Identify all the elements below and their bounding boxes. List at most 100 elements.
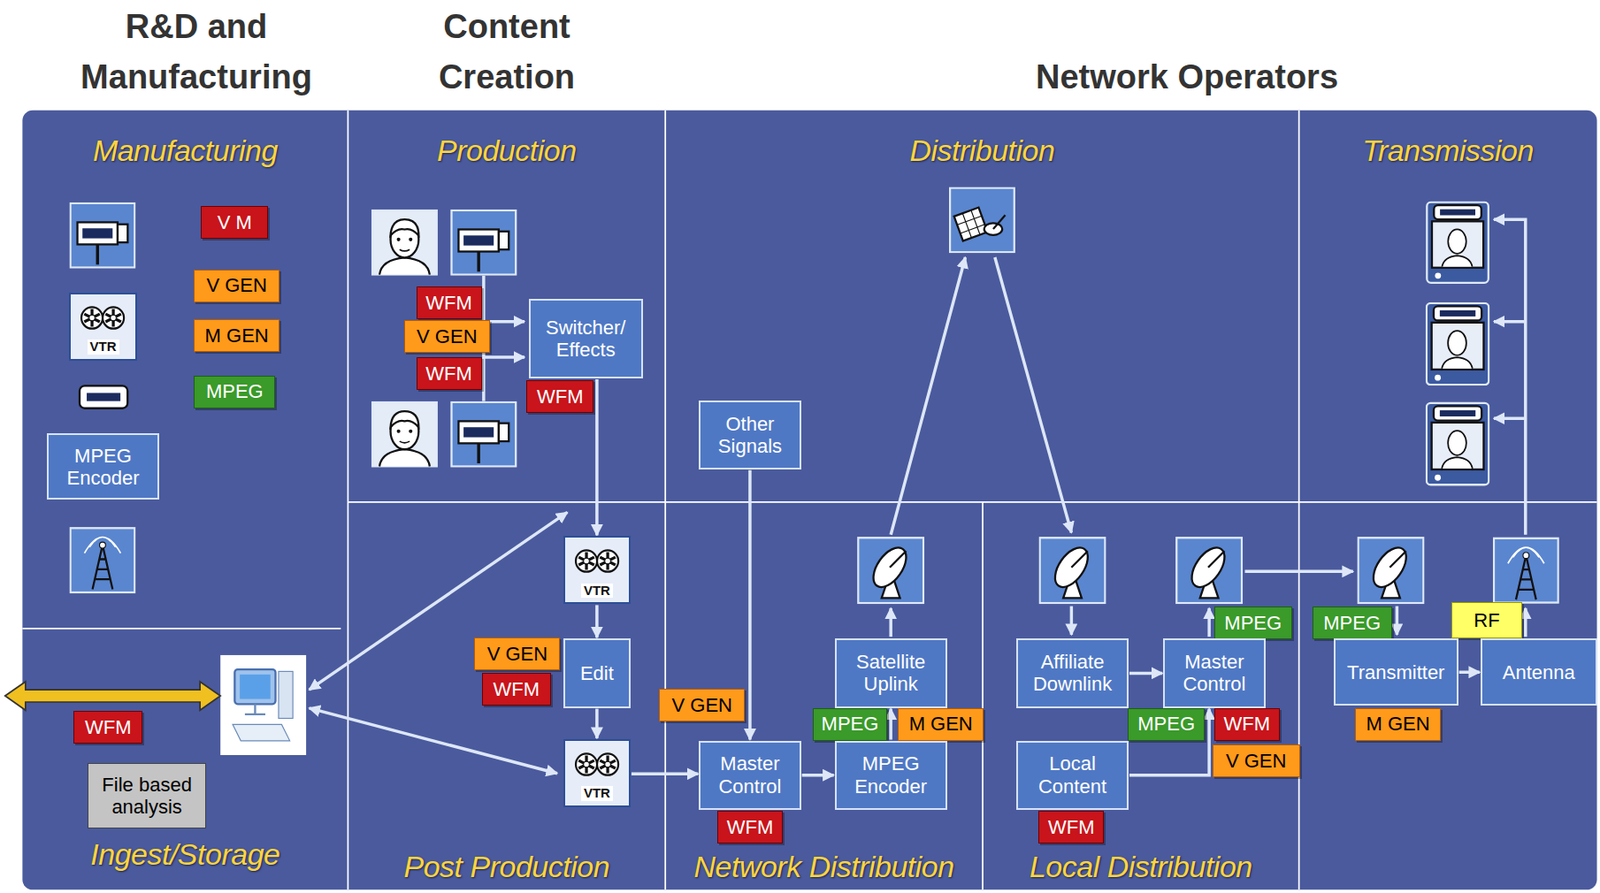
process-box: Affiliate Downlink (1016, 638, 1129, 708)
orange-tag: V GEN (474, 637, 560, 671)
panel-heading: Production (436, 133, 577, 169)
node-label: WFM (492, 678, 540, 701)
feed-arrow (483, 320, 525, 323)
reel (575, 753, 598, 775)
node-label: MPEG Encoder (54, 444, 152, 490)
downlink-arrow (995, 257, 1072, 533)
section-panel: VTRV GENWFMEditVTRPost Production (347, 502, 666, 890)
yellow-tag: RF (1451, 602, 1524, 640)
satellite-icon (949, 188, 1015, 253)
broadcast-arrow (1493, 320, 1526, 323)
person-icon (372, 402, 437, 467)
process-box: MPEG Encoder (834, 741, 948, 811)
reel-spokes (578, 552, 594, 571)
node-label: M GEN (909, 712, 973, 735)
section-panel: WFM File based analysisIngest/Storage (22, 628, 348, 890)
section-panel: VTR V M V GEN M GEN MPEG MPEG Encoder Manufact… (22, 110, 348, 629)
signal-connector (1129, 672, 1163, 676)
feed-arrow (1395, 606, 1399, 636)
column-heading-slot: R&D and Manufacturing (43, 1, 350, 103)
red-tag: WFM (416, 357, 483, 391)
node-label: File based analysis (93, 773, 200, 820)
tower-icon (1493, 538, 1559, 604)
node-label: MPEG (206, 380, 264, 403)
node-label: Local Content (1024, 752, 1121, 798)
vtr-icon: VTR (563, 535, 631, 605)
signal-connector (595, 379, 599, 536)
tower-icon (70, 528, 136, 593)
dish-icon (1040, 537, 1106, 604)
node-label: MPEG (1137, 712, 1195, 735)
uplink-arrow (1207, 608, 1210, 637)
node-label: M GEN (205, 324, 269, 347)
camera-icon (451, 402, 516, 467)
broadcast-arrow (1493, 219, 1526, 535)
red-tag: WFM (73, 711, 143, 744)
green-tag: MPEG (1214, 606, 1293, 640)
reel-hub (604, 558, 612, 566)
process-box: Master Control (698, 741, 801, 811)
node-label: Master Control (1171, 650, 1257, 697)
feed-arrow (483, 355, 525, 359)
process-box: Antenna (1480, 638, 1598, 706)
node-label: Affiliate Downlink (1024, 650, 1121, 697)
computer-icon (220, 655, 307, 756)
reel-hub (604, 761, 612, 768)
vtr-icon: VTR (68, 292, 137, 361)
red-tag: V M (200, 206, 268, 239)
panel-heading: Post Production (404, 849, 611, 885)
section-panel: Affiliate DownlinkMPEGMaster ControlMPEG… (982, 502, 1300, 890)
section-panel: Transmission (1299, 110, 1598, 503)
green-tag: MPEG (1312, 606, 1393, 640)
signal-connector (802, 773, 835, 778)
node-label: V GEN (487, 643, 548, 666)
vtr-icon: VTR (563, 739, 631, 808)
signal-connector (888, 709, 893, 741)
dish-icon (857, 537, 924, 604)
node-label: M GEN (1366, 712, 1431, 735)
tv-icon (1426, 202, 1489, 284)
reel (597, 753, 619, 775)
column-heading: Content Creation (404, 1, 610, 103)
panel-heading: Ingest/Storage (90, 837, 280, 873)
orange-tag: V GEN (404, 320, 490, 353)
orange-tag: V GEN (1212, 744, 1301, 778)
camera-icon (451, 210, 516, 276)
signal-connector (631, 773, 698, 777)
camera-icon (70, 203, 136, 268)
node-label: MPEG (1224, 612, 1282, 635)
signal-connector (595, 709, 599, 739)
process-box: Local Content (1016, 741, 1129, 811)
reel-spokes (599, 552, 615, 571)
reel-spokes (578, 756, 594, 774)
downlink-arrow (1070, 606, 1073, 636)
data-exchange-arrow (5, 681, 221, 711)
panel-heading: Manufacturing (92, 133, 278, 169)
reel-spokes (84, 308, 100, 327)
process-box: Transmitter (1333, 638, 1459, 706)
relay-arrow (1245, 570, 1354, 574)
signal-connector (1459, 671, 1480, 675)
process-box: Other Signals (698, 400, 801, 469)
signal-lines (309, 219, 1526, 774)
uplink-arrow (890, 257, 965, 536)
node-label: V GEN (672, 694, 733, 717)
node-label: Master Control (706, 752, 793, 798)
panel-heading: Network Distribution (693, 849, 954, 885)
reel-hub (583, 761, 590, 768)
person-icon (372, 210, 437, 276)
signal-connector (748, 470, 752, 741)
device-icon (79, 385, 128, 408)
reel-hub (110, 314, 117, 322)
process-box: Switcher/ Effects (528, 298, 644, 379)
node-label: Antenna (1502, 661, 1576, 684)
column-heading: Network Operators (939, 52, 1435, 103)
orange-tag: M GEN (1355, 708, 1441, 742)
node-label: V GEN (206, 274, 267, 297)
red-tag: WFM (717, 811, 783, 844)
red-tag: WFM (1214, 708, 1280, 742)
green-tag: MPEG (1127, 708, 1206, 742)
node-label: WFM (425, 362, 473, 385)
green-tag: MPEG (812, 708, 887, 742)
